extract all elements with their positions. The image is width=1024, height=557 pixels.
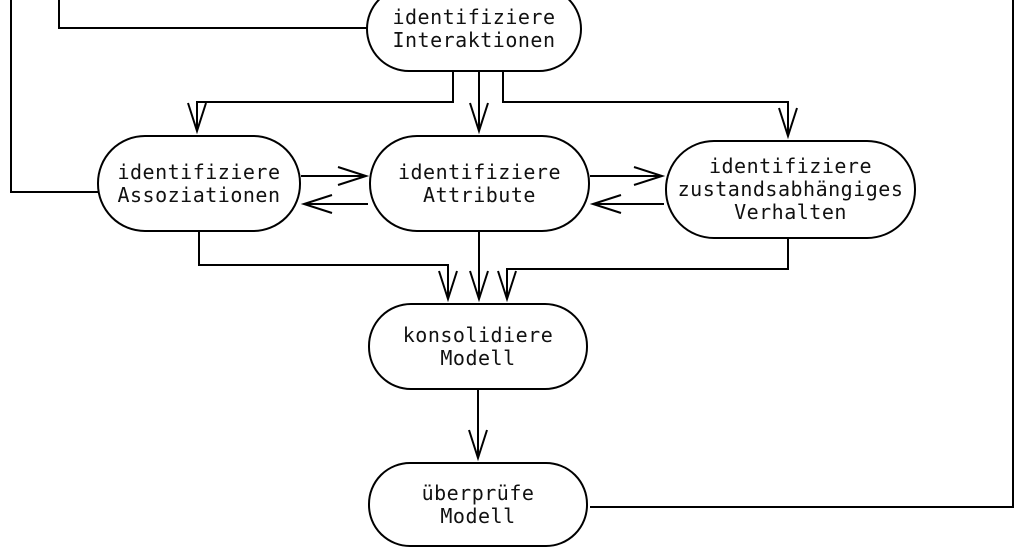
edge-interaktionen-to-verhalten [502, 72, 798, 140]
edge-feedback-into-assoziationen [10, 0, 98, 193]
node-identifiziere-interaktionen: identifiziere Interaktionen [366, 0, 582, 72]
edge-feedback-into-interaktionen [58, 0, 367, 29]
edge-interaktionen-to-assoziationen [187, 72, 454, 135]
node-ueberpruefe-modell: überprüfe Modell [368, 462, 588, 547]
node-identifiziere-zustandsabhaengiges-verhalten: identifiziere zustandsabhängiges Verhalt… [665, 140, 916, 239]
node-konsolidiere-modell: konsolidiere Modell [368, 303, 588, 390]
edge-ueberpruefe-feedback-right [590, 0, 1014, 508]
edge-assoziationen-to-konsolidiere [198, 232, 458, 303]
node-identifiziere-assoziationen: identifiziere Assoziationen [97, 135, 301, 232]
node-identifiziere-attribute: identifiziere Attribute [369, 135, 590, 232]
edge-verhalten-to-konsolidiere [497, 239, 789, 303]
